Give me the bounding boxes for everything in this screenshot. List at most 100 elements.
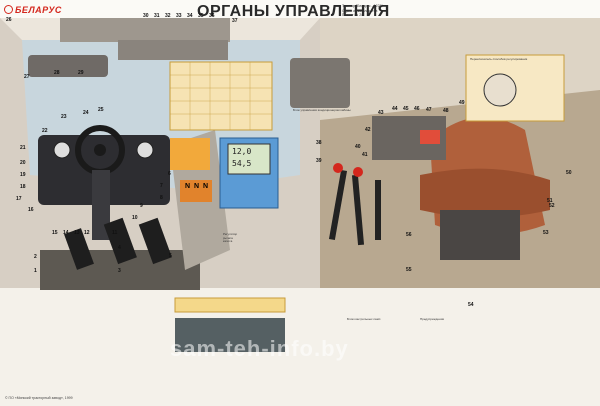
callout-40: 40 [355, 144, 361, 150]
pedal-clutch [64, 228, 94, 270]
callout-2: 2 [34, 254, 37, 260]
callout-23: 23 [61, 114, 67, 120]
callout-41: 41 [362, 152, 368, 158]
callout-21: 21 [20, 145, 26, 151]
callout-31: 31 [154, 13, 160, 19]
display-screen [227, 143, 271, 175]
poster-title: ОРГАНЫ УПРАВЛЕНИЯ [197, 3, 390, 20]
callout-51: 51 [547, 198, 553, 204]
callout-28: 28 [54, 70, 60, 76]
upper-panel [118, 40, 228, 60]
callout-32: 32 [165, 13, 171, 19]
callout-35: 35 [198, 13, 204, 19]
callout-55: 55 [406, 267, 412, 273]
callout-27: 27 [24, 74, 30, 80]
callout-54: 54 [468, 302, 474, 308]
callout-7: 7 [160, 183, 163, 189]
brand-name: БЕЛАРУС [15, 5, 62, 15]
notes-label: Предупреждения [420, 317, 444, 321]
callout-10: 10 [132, 215, 138, 221]
callout-6: 6 [168, 171, 171, 177]
callout-46: 46 [414, 106, 420, 112]
callout-52: 52 [549, 203, 555, 209]
callout-16: 16 [28, 207, 34, 213]
pedal-brake [103, 217, 137, 265]
lever-knob-1 [333, 163, 343, 173]
callout-30: 30 [143, 13, 149, 19]
steering-column [92, 170, 110, 240]
display-value-1: 12,0 [232, 147, 252, 156]
callout-22: 22 [42, 128, 48, 134]
callout-47: 47 [426, 107, 432, 113]
lever-chart [169, 61, 273, 131]
callout-8: 8 [160, 195, 163, 201]
callout-4: 4 [118, 245, 121, 251]
watermark: sam-teh-info.by [170, 336, 349, 361]
gauge-right [136, 141, 154, 159]
callout-49: 49 [459, 100, 465, 106]
callout-13: 13 [74, 230, 80, 236]
sun-visor [28, 55, 108, 77]
callout-14: 14 [63, 230, 69, 236]
callout-24: 24 [83, 110, 89, 116]
steering-hub [94, 144, 106, 156]
callout-11: 11 [112, 230, 118, 236]
callout-1: 1 [34, 268, 37, 274]
callout-29: 29 [78, 70, 84, 76]
overhead-console [60, 18, 230, 42]
callout-56: 56 [406, 232, 412, 238]
callout-26: 26 [6, 17, 12, 23]
callout-19: 19 [20, 172, 26, 178]
lever-2 [351, 174, 365, 246]
warning-block-label: Блок контрольных ламп [347, 317, 381, 321]
callout-44: 44 [392, 106, 398, 112]
callout-53: 53 [543, 230, 549, 236]
gauge-left [53, 141, 71, 159]
callout-12: 12 [84, 230, 90, 236]
indicator-n-3: N [203, 183, 209, 190]
mode-selector-label: Переключатель способов регулирования [470, 57, 528, 61]
legend-area-bg [0, 290, 600, 406]
display-value-2: 54,5 [232, 159, 252, 168]
brand-emblem-icon [4, 5, 13, 14]
pedal-throttle [138, 217, 172, 265]
console-label: Блок управления кондиционером кабины [293, 108, 351, 112]
lever-3 [375, 180, 381, 240]
callout-33: 33 [176, 13, 182, 19]
seat-cushion [420, 168, 550, 218]
indicator-n-1: N [185, 183, 191, 190]
poster-note: Трактор "Беларус - 1221" Серия из 10 пла… [342, 4, 432, 18]
callout-50: 50 [566, 170, 572, 176]
callout-37: 37 [232, 18, 238, 24]
control-panel-orange [170, 138, 210, 170]
callout-17: 17 [16, 196, 22, 202]
note-line: Трактор "Беларус - 1221" [342, 4, 383, 8]
seat-suspension [440, 210, 520, 260]
callout-3: 3 [118, 268, 121, 274]
callout-9: 9 [140, 203, 143, 209]
callout-5: 5 [169, 253, 172, 259]
note-line: Плакат № 2/9 [342, 13, 365, 17]
lever-knob-2 [353, 167, 363, 177]
bottom-caption: © ПО «Минский тракторный завод», 1999 [5, 396, 73, 400]
lever-label: Регулятор рычага капота [223, 232, 238, 244]
callout-45: 45 [403, 106, 409, 112]
callout-42: 42 [365, 127, 371, 133]
brand-logo: БЕЛАРУС [4, 5, 62, 15]
callout-25: 25 [98, 107, 104, 113]
callout-38: 38 [316, 140, 322, 146]
callout-39: 39 [316, 158, 322, 164]
note-line: Серия из 10 плакатов [342, 8, 378, 13]
callout-48: 48 [443, 108, 449, 114]
callout-20: 20 [20, 160, 26, 166]
right-panel-red-switch [420, 130, 440, 144]
indicator-n-2: N [194, 183, 200, 190]
callout-36: 36 [209, 13, 215, 19]
ac-console [290, 58, 350, 108]
callout-15: 15 [52, 230, 58, 236]
lever-1 [328, 170, 348, 240]
mode-selector-dial [483, 73, 517, 107]
warning-lights-block [175, 318, 285, 352]
callout-43: 43 [378, 110, 384, 116]
